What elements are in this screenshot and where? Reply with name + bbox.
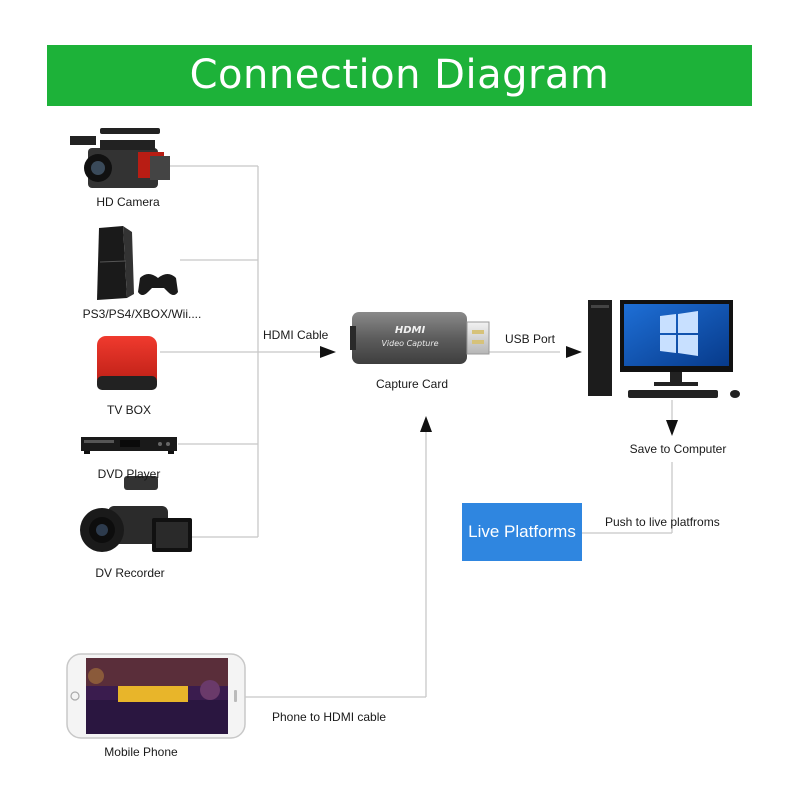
game-console-icon (97, 226, 178, 300)
tv-box-icon (97, 336, 157, 390)
mobile-phone-icon (66, 653, 246, 739)
arrows (320, 346, 678, 436)
capture-card-brand: HDMI (395, 325, 426, 336)
connection-lines (160, 165, 673, 698)
capture-card-label: Capture Card (375, 377, 449, 391)
usb-port-label: USB Port (505, 332, 556, 346)
capture-card-text: Video Capture (381, 339, 438, 348)
mobile-phone-label: Mobile Phone (104, 745, 178, 759)
phone-cable-label: Phone to HDMI cable (272, 710, 387, 724)
save-arrow (666, 420, 678, 436)
hdmi-arrow (320, 346, 336, 358)
source-label-dvd: DVD Player (97, 467, 161, 481)
title-banner: Connection Diagram (47, 45, 752, 106)
capture-card-icon: HDMI Video Capture (350, 312, 490, 364)
camera-icon (70, 128, 170, 188)
save-to-computer-label: Save to Computer (629, 442, 727, 456)
diagram-title: Connection Diagram (189, 52, 610, 98)
source-label-camera: HD Camera (96, 195, 160, 209)
phone-arrow (420, 416, 432, 432)
live-platforms-box: Live Platforms (462, 503, 582, 561)
computer-icon (588, 300, 740, 398)
usb-arrow (566, 346, 582, 358)
source-label-dv-recorder: DV Recorder (95, 566, 165, 580)
hdmi-cable-label: HDMI Cable (263, 328, 329, 342)
dvd-player-icon (81, 437, 177, 454)
source-label-console: PS3/PS4/XBOX/Wii.... (82, 307, 202, 321)
push-live-label: Push to live platfroms (605, 515, 720, 529)
source-label-tvbox: TV BOX (106, 403, 152, 417)
camcorder-icon (80, 476, 192, 552)
